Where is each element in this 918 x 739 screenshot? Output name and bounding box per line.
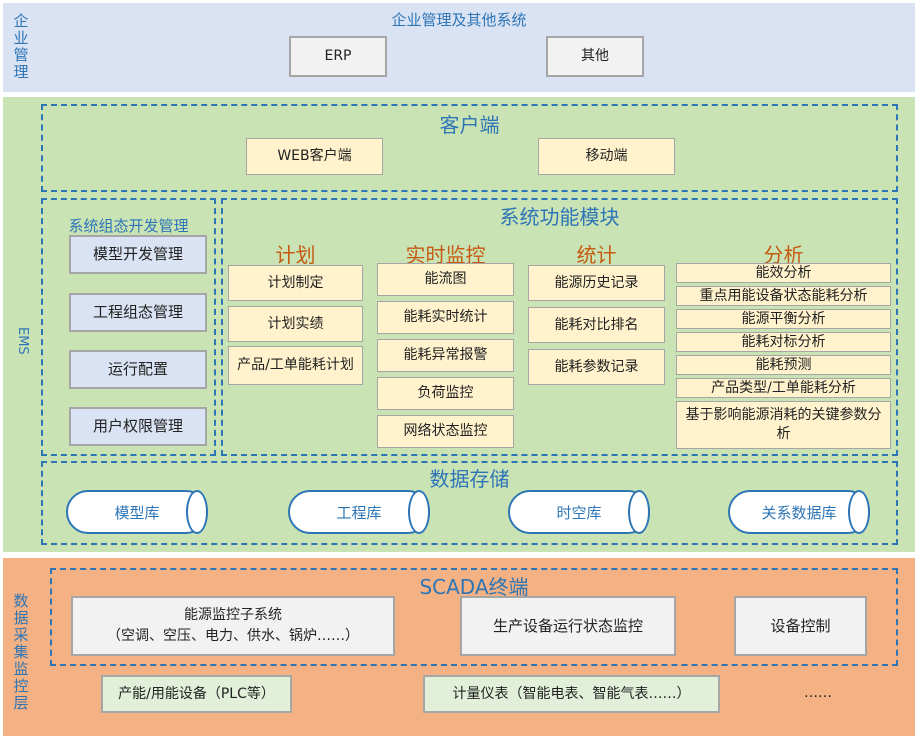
acquisition-side-label: 数据采集监控层 xyxy=(13,592,29,712)
storage-title: 数据存储 xyxy=(429,467,510,491)
run-config-box[interactable]: 运行配置 xyxy=(69,350,207,389)
enterprise-side-label: 企业管理 xyxy=(13,12,29,81)
energy-flow-box[interactable]: 能流图 xyxy=(377,263,514,296)
realtime-stat-box[interactable]: 能耗实时统计 xyxy=(377,301,514,334)
product-type-analysis-box[interactable]: 产品类型/工单能耗分析 xyxy=(676,378,891,398)
scada-group xyxy=(50,568,898,666)
product-energy-plan-box[interactable]: 产品/工单能耗计划 xyxy=(228,346,363,385)
compare-rank-box[interactable]: 能耗对比排名 xyxy=(528,307,665,343)
config-title: 系统组态开发管理 xyxy=(68,217,189,235)
more-devices-text: …… xyxy=(804,685,832,701)
history-record-box[interactable]: 能源历史记录 xyxy=(528,265,665,301)
param-record-box[interactable]: 能耗参数记录 xyxy=(528,349,665,385)
project-db-label: 工程库 xyxy=(336,503,382,522)
energy-subsystem-box[interactable]: 能源监控子系统 （空调、空压、电力、供水、锅炉……） xyxy=(71,596,395,656)
erp-box[interactable]: ERP xyxy=(289,36,387,77)
relational-db-label: 关系数据库 xyxy=(761,503,837,522)
key-param-analysis-box[interactable]: 基于影响能源消耗的关键参数分析 xyxy=(676,401,891,449)
cylinder-cap-icon xyxy=(848,490,870,534)
load-monitor-box[interactable]: 负荷监控 xyxy=(377,377,514,410)
cylinder-cap-icon xyxy=(408,490,430,534)
client-group xyxy=(41,104,898,192)
plan-make-box[interactable]: 计划制定 xyxy=(228,265,363,301)
function-group xyxy=(221,198,898,456)
acquisition-layer: 数据采集监控层 SCADA终端 能源监控子系统 （空调、空压、电力、供水、锅炉…… xyxy=(3,558,915,736)
ems-side-label: EMS xyxy=(15,327,30,355)
web-client-box[interactable]: WEB客户端 xyxy=(246,138,383,175)
cylinder-cap-icon xyxy=(628,490,650,534)
enterprise-layer: 企业管理 企业管理及其他系统 ERP 其他 xyxy=(3,3,915,92)
cylinder-cap-icon xyxy=(186,490,208,534)
benchmark-analysis-box[interactable]: 能耗对标分析 xyxy=(676,332,891,352)
plan-actual-box[interactable]: 计划实绩 xyxy=(228,306,363,342)
abnormal-alarm-box[interactable]: 能耗异常报警 xyxy=(377,339,514,372)
project-config-box[interactable]: 工程组态管理 xyxy=(69,293,207,332)
model-db-cylinder[interactable]: 模型库 xyxy=(66,490,208,534)
scada-title: SCADA终端 xyxy=(419,575,529,599)
client-title: 客户端 xyxy=(439,113,500,137)
project-db-cylinder[interactable]: 工程库 xyxy=(288,490,430,534)
ems-layer: EMS 客户端 WEB客户端 移动端 系统组态开发管理 模型开发管理 工程组态管… xyxy=(3,97,915,552)
model-db-label: 模型库 xyxy=(114,503,160,522)
forecast-box[interactable]: 能耗预测 xyxy=(676,355,891,375)
relational-db-cylinder[interactable]: 关系数据库 xyxy=(728,490,870,534)
function-title: 系统功能模块 xyxy=(499,205,620,229)
energy-subsystem-detail: （空调、空压、电力、供水、锅炉……） xyxy=(107,628,359,644)
storage-group xyxy=(41,461,898,545)
network-monitor-box[interactable]: 网络状态监控 xyxy=(377,415,514,448)
spatial-db-cylinder[interactable]: 时空库 xyxy=(508,490,650,534)
spatial-db-label: 时空库 xyxy=(556,503,602,522)
config-group xyxy=(41,198,216,456)
other-system-box[interactable]: 其他 xyxy=(546,36,644,77)
stats-title: 统计 xyxy=(576,243,617,267)
efficiency-analysis-box[interactable]: 能效分析 xyxy=(676,263,891,283)
balance-analysis-box[interactable]: 能源平衡分析 xyxy=(676,309,891,329)
production-monitor-box[interactable]: 生产设备运行状态监控 xyxy=(460,596,676,656)
meter-box[interactable]: 计量仪表（智能电表、智能气表……） xyxy=(423,675,720,713)
key-device-analysis-box[interactable]: 重点用能设备状态能耗分析 xyxy=(676,286,891,306)
mobile-client-box[interactable]: 移动端 xyxy=(538,138,675,175)
model-dev-box[interactable]: 模型开发管理 xyxy=(69,235,207,274)
energy-subsystem-title: 能源监控子系统 xyxy=(184,607,282,623)
device-control-box[interactable]: 设备控制 xyxy=(734,596,867,656)
user-permission-box[interactable]: 用户权限管理 xyxy=(69,407,207,446)
plan-title: 计划 xyxy=(275,243,316,267)
plc-device-box[interactable]: 产能/用能设备（PLC等） xyxy=(101,675,292,713)
enterprise-title: 企业管理及其他系统 xyxy=(391,11,527,29)
